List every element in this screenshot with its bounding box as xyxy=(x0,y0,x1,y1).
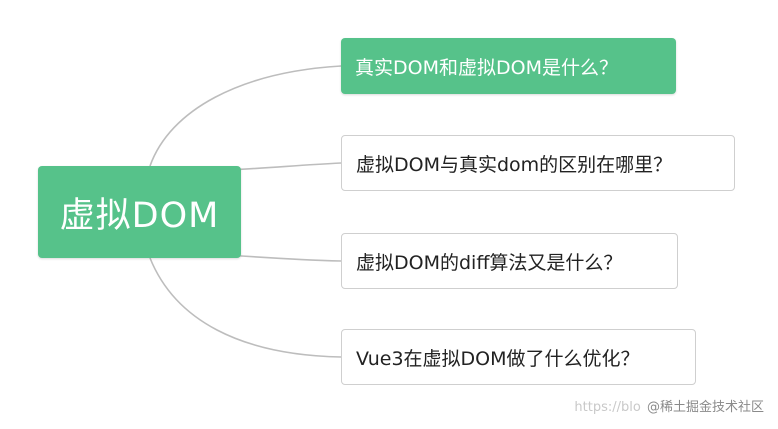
connector-to-child-3 xyxy=(227,254,342,262)
connector-to-child-2 xyxy=(227,162,342,171)
child-node-diff-algorithm[interactable]: 虚拟DOM的diff算法又是什么？ xyxy=(341,233,678,289)
child-node-label: 虚拟DOM的diff算法又是什么？ xyxy=(356,251,623,274)
root-node[interactable]: 虚拟DOM xyxy=(38,166,241,258)
watermark-url: https://blo xyxy=(574,400,641,415)
child-node-label: 虚拟DOM与真实dom的区别在哪里？ xyxy=(356,153,673,176)
connector-to-child-4 xyxy=(149,257,342,358)
child-node-label: 真实DOM和虚拟DOM是什么？ xyxy=(355,56,618,79)
child-node-difference[interactable]: 虚拟DOM与真实dom的区别在哪里？ xyxy=(341,135,735,191)
watermark: https://blo @稀土掘金技术社区 xyxy=(574,396,764,415)
root-node-label: 虚拟DOM xyxy=(59,195,220,236)
child-node-vue3-optimization[interactable]: Vue3在虚拟DOM做了什么优化？ xyxy=(341,329,696,385)
child-node-label: Vue3在虚拟DOM做了什么优化？ xyxy=(356,347,640,370)
watermark-label: @稀土掘金技术社区 xyxy=(646,400,764,415)
child-node-what-is-dom[interactable]: 真实DOM和虚拟DOM是什么？ xyxy=(341,38,676,94)
connector-to-child-1 xyxy=(149,65,342,167)
